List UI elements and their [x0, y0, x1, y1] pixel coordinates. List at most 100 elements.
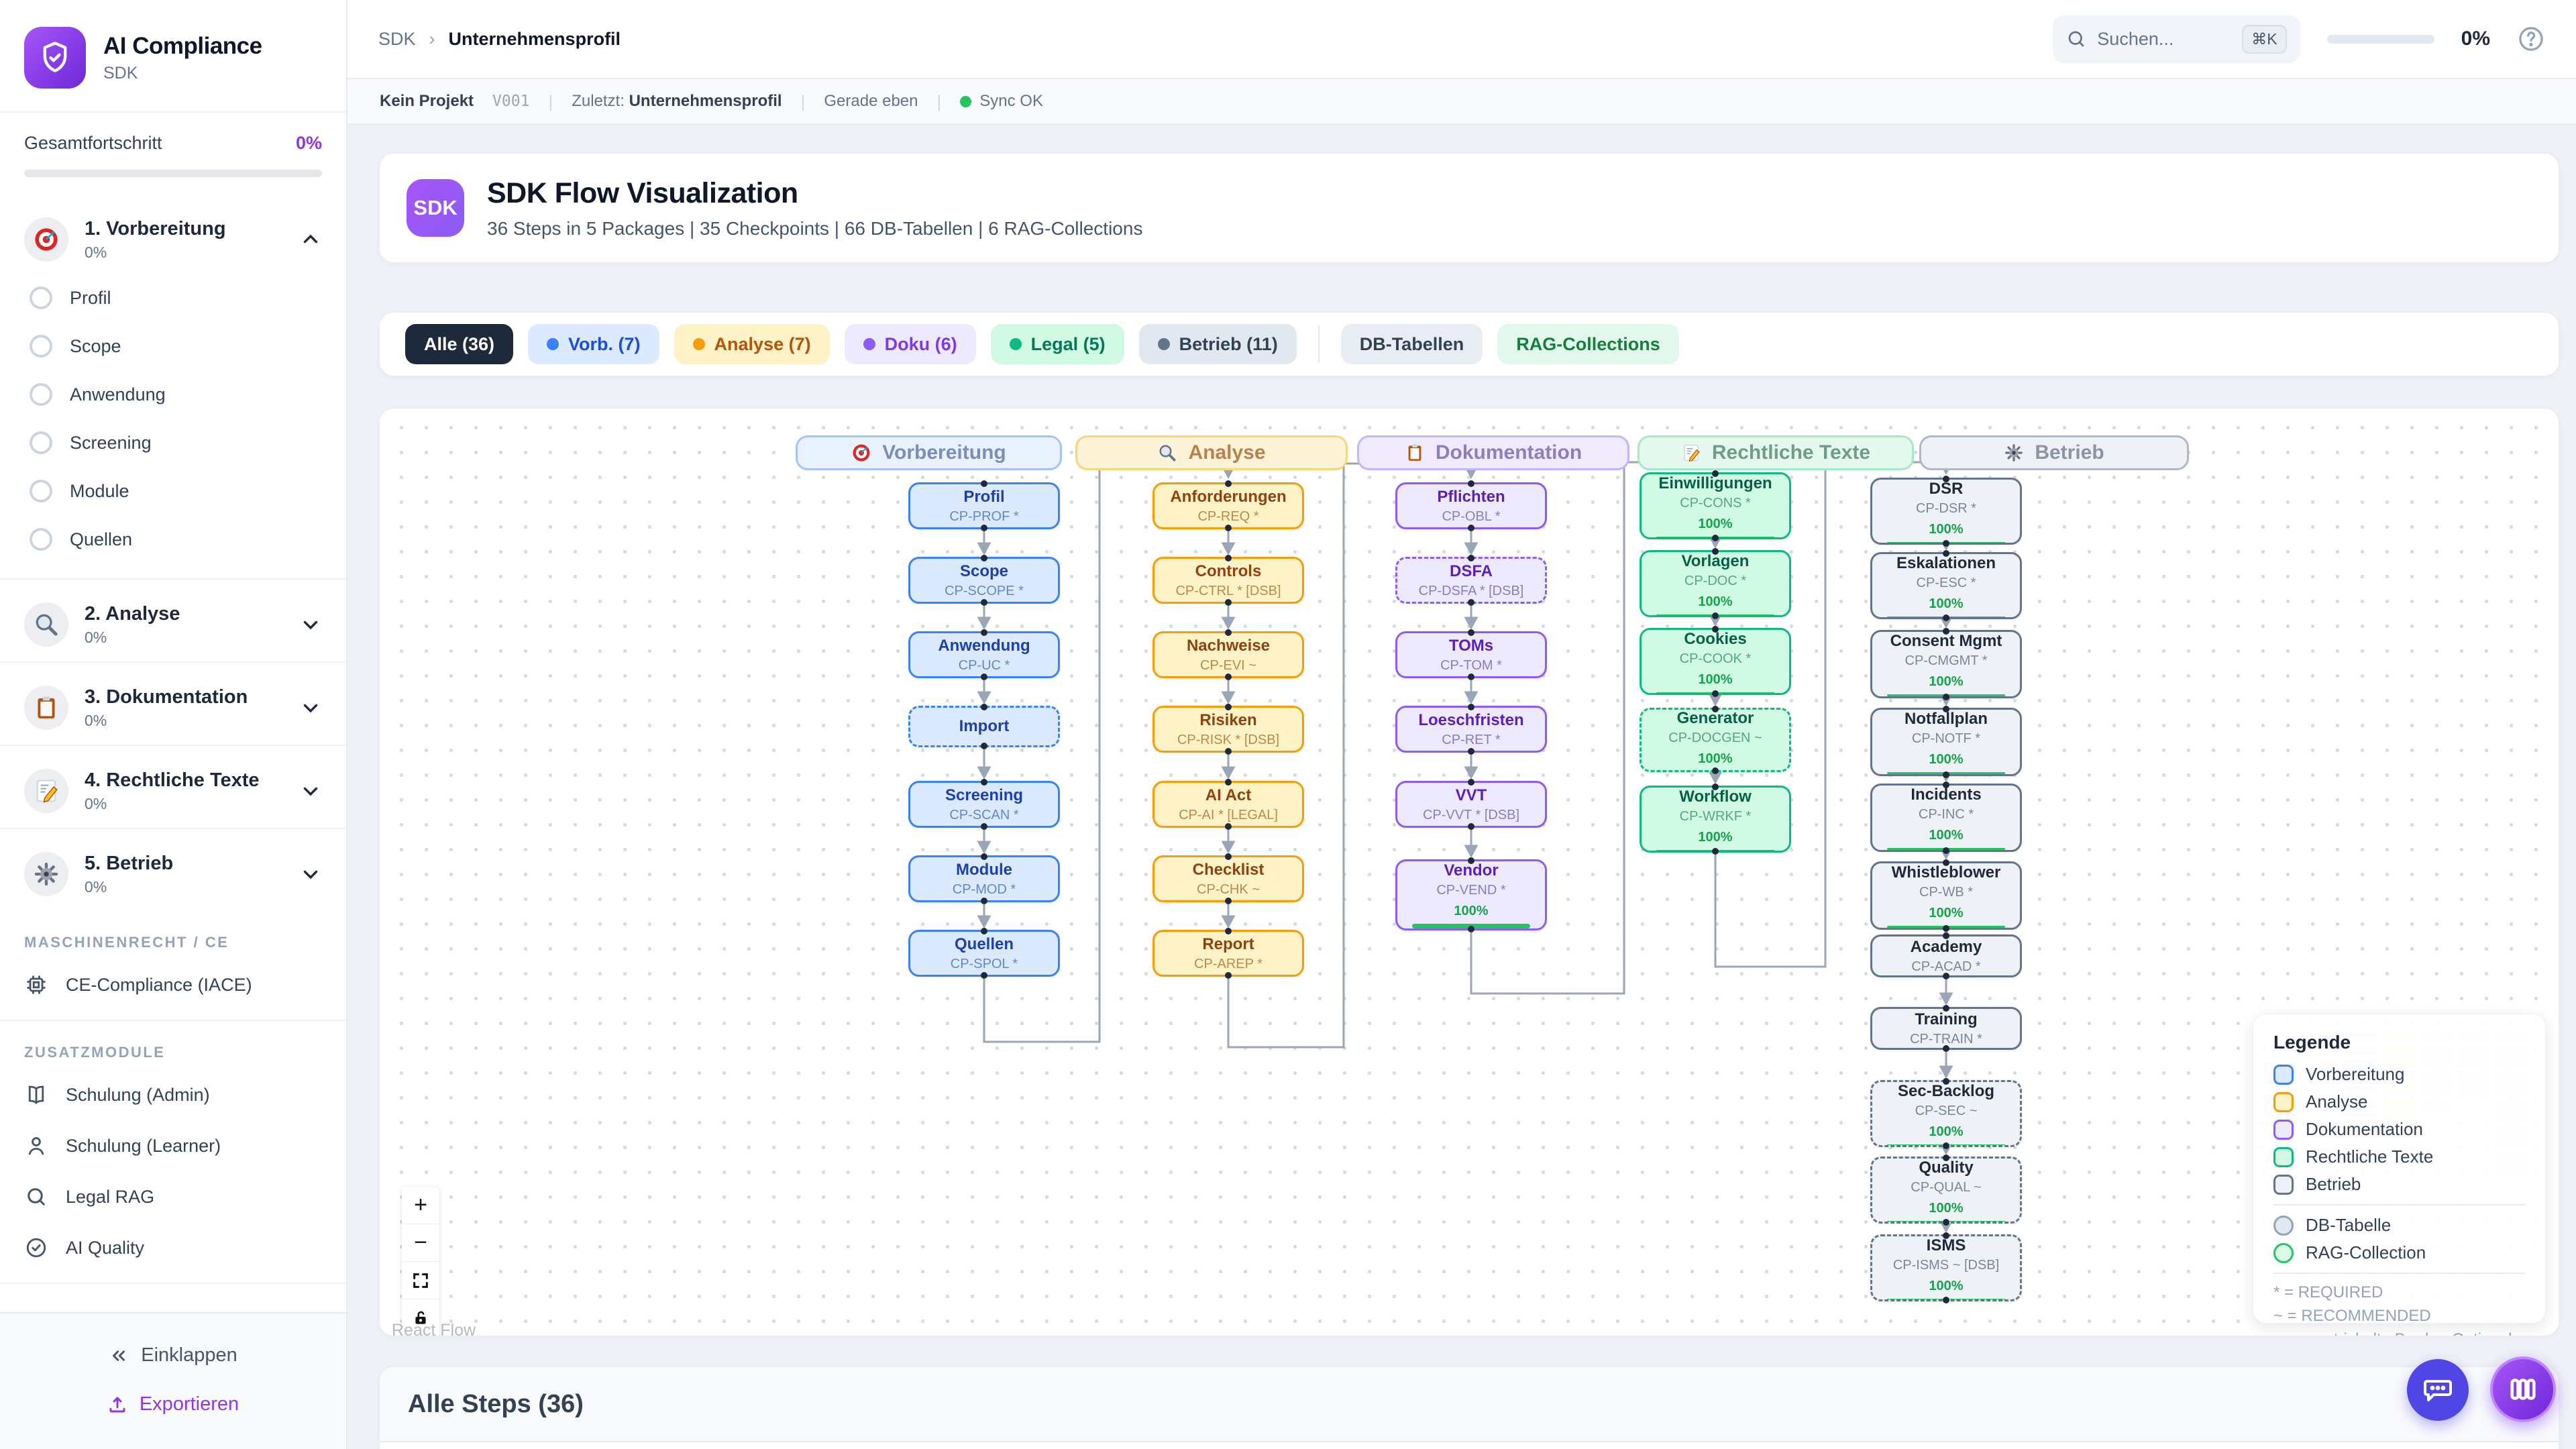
sidebar-item-schulung-learner-[interactable]: Schulung (Learner): [0, 1120, 346, 1171]
lock-button[interactable]: [402, 1299, 439, 1336]
node-handle: [1225, 972, 1232, 979]
node-handle: [1943, 973, 1949, 979]
react-flow-attribution[interactable]: React Flow: [392, 1321, 476, 1336]
filter-chip-vorb[interactable]: Vorb. (7): [528, 324, 659, 364]
sync-status: Sync OK: [960, 92, 1043, 111]
sidebar-item-quellen[interactable]: Quellen: [0, 515, 346, 564]
chip-dot-icon: [1157, 338, 1170, 350]
node-handle: [1225, 928, 1232, 934]
filter-chip-db[interactable]: DB-Tabellen: [1340, 324, 1483, 364]
node-handle: [981, 743, 987, 749]
sidebar-section-header-3[interactable]: 3. Dokumentation 0%: [0, 676, 346, 739]
sidebar-section-header-4[interactable]: 4. Rechtliche Texte 0%: [0, 759, 346, 822]
export-button[interactable]: Exportieren: [0, 1380, 346, 1429]
memo-icon: [1681, 443, 1701, 463]
column-header-purple[interactable]: Dokumentation: [1357, 435, 1629, 470]
sidebar-item-module[interactable]: Module: [0, 467, 346, 515]
sidebar-item-profil[interactable]: Profil: [0, 274, 346, 322]
sidebar-section-header-5[interactable]: 5. Betrieb 0%: [0, 843, 346, 906]
legend-item-slate: Betrieb: [2273, 1174, 2525, 1195]
column-header-amber[interactable]: Analyse: [1075, 435, 1348, 470]
sidebar-item-schulung-admin-[interactable]: Schulung (Admin): [0, 1069, 346, 1120]
column-header-blue[interactable]: Vorbereitung: [796, 435, 1062, 470]
zoom-out-button[interactable]: −: [402, 1224, 439, 1262]
help-icon[interactable]: [2517, 25, 2545, 53]
chevron-up-icon: [299, 228, 322, 251]
sidebar-section-header-1[interactable]: 1. Vorbereitung 0%: [0, 208, 346, 271]
flow-canvas[interactable]: Legende Vorbereitung Analyse Dokumentati…: [379, 408, 2559, 1336]
status-bar: Kein Projekt V001 | Zuletzt: Unternehmen…: [347, 79, 2576, 125]
search-input[interactable]: [2097, 28, 2232, 50]
filter-chip-doku[interactable]: Doku (6): [844, 324, 976, 364]
column-header-slate[interactable]: Betrieb: [1919, 435, 2189, 470]
search-box[interactable]: ⌘K: [2053, 15, 2300, 63]
collapse-sidebar-button[interactable]: Einklappen: [0, 1331, 346, 1380]
chip-dot-icon: [1009, 338, 1022, 350]
node-handle: [1943, 782, 1949, 788]
status-ring-icon: [30, 528, 52, 551]
fit-view-button[interactable]: [402, 1262, 439, 1299]
section-title: 5. Betrieb: [85, 852, 174, 874]
status-ring-icon: [30, 431, 52, 454]
node-handle: [1712, 548, 1719, 555]
sidebar-item-anwendung[interactable]: Anwendung: [0, 370, 346, 419]
sidebar-item-legal-rag[interactable]: Legal RAG: [0, 1171, 346, 1222]
columns-fab-button[interactable]: [2490, 1356, 2556, 1422]
flow-node-import[interactable]: Import: [908, 704, 1060, 749]
filter-chip-analyse[interactable]: Analyse (7): [674, 324, 830, 364]
search-icon: [2068, 31, 2084, 47]
sidebar-item-ai-quality[interactable]: AI Quality: [0, 1222, 346, 1273]
node-handle: [981, 599, 987, 606]
node-handle: [1468, 480, 1474, 487]
sidebar-item-screening[interactable]: Screening: [0, 419, 346, 467]
sidebar-item-ce-compliance-iace-[interactable]: CE-Compliance (IACE): [0, 959, 346, 1010]
node-progress-value: 100%: [1698, 517, 1733, 531]
filter-chip-legal[interactable]: Legal (5): [990, 324, 1124, 364]
sidebar-section-header-2[interactable]: 2. Analyse 0%: [0, 593, 346, 656]
chevron-down-icon: [299, 613, 322, 636]
sidebar-item-scope[interactable]: Scope: [0, 322, 346, 370]
breadcrumb-sdk[interactable]: SDK: [378, 28, 416, 49]
filter-chip-rag[interactable]: RAG-Collections: [1497, 324, 1679, 364]
chat-fab-button[interactable]: [2407, 1359, 2469, 1421]
filter-chip-betrieb[interactable]: Betrieb (11): [1138, 324, 1297, 364]
filter-chip-all[interactable]: Alle (36): [405, 324, 514, 364]
zoom-in-button[interactable]: +: [402, 1187, 439, 1224]
column-header-green[interactable]: Rechtliche Texte: [1638, 435, 1914, 470]
